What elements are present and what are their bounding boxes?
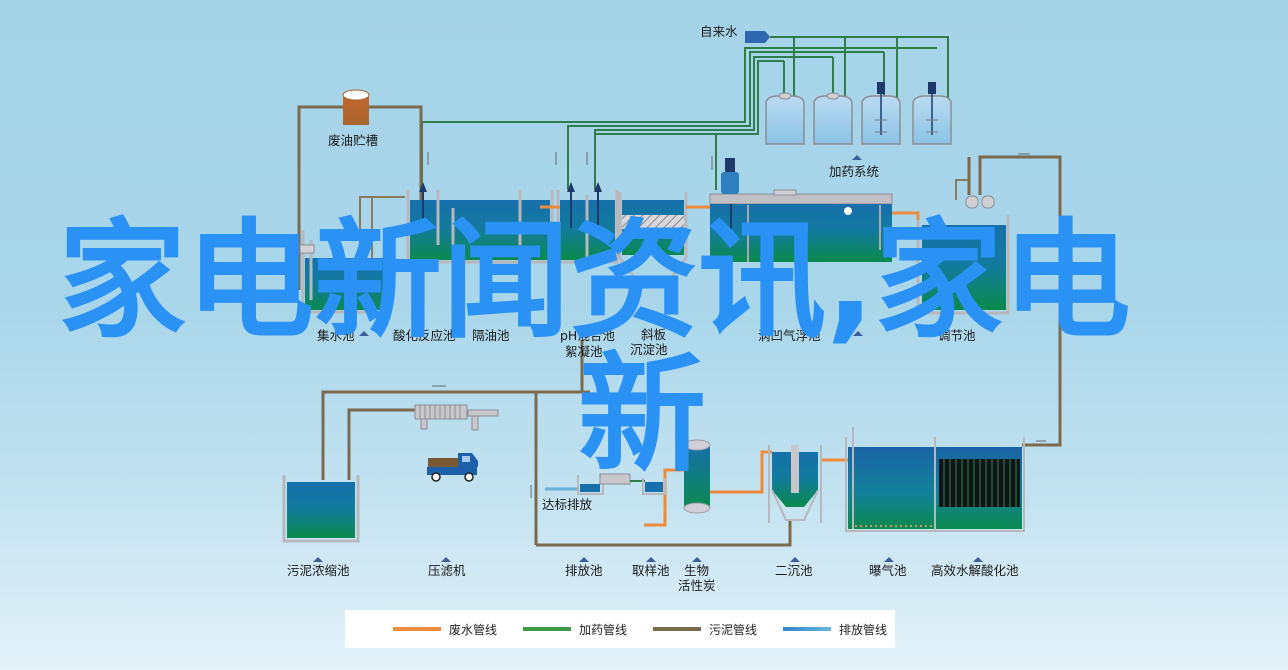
label-flocculation: 絮凝池 — [565, 344, 603, 359]
dosing-tank-2 — [813, 92, 853, 145]
waste-oil-tank — [342, 89, 370, 125]
collection-tank — [299, 230, 389, 314]
legend-item-discharge: 排放管线 — [782, 621, 887, 638]
aerator-motor-icon — [721, 158, 739, 240]
discharge-tanks — [545, 473, 666, 495]
legend-item-dosing: 加药管线 — [522, 621, 627, 638]
label-acidification-tank: 酸化反应池 — [393, 328, 456, 343]
acidification-oil-separator-tank — [406, 182, 554, 264]
dosing-tank-4 — [912, 82, 952, 145]
legend-label-wastewater: 废水管线 — [448, 622, 497, 637]
label-vortex-air-flotation: 涡凹气浮池 — [758, 328, 821, 343]
legend: 废水管线 加药管线 污泥管线 排放管线 — [345, 610, 895, 648]
lower-labels: 污泥浓缩池 压滤机 排放池 取样池 生物 活性炭 二沉池 曝气池 高效水解酸化池 — [287, 563, 1019, 593]
label-discharge-tank: 排放池 — [565, 563, 603, 578]
label-hydrolysis-acidification: 高效水解酸化池 — [931, 563, 1019, 578]
dosing-tanks — [765, 82, 952, 145]
label-collection-tank: 集水池 — [317, 328, 355, 343]
label-ph-mix: pH混合池 — [560, 328, 615, 343]
tap-water-inlet — [745, 31, 770, 43]
legend-item-sludge: 污泥管线 — [652, 621, 757, 638]
label-filter-press: 压滤机 — [428, 563, 466, 578]
label-secondary-clarifier: 二沉池 — [775, 563, 813, 578]
legend-swatch-wastewater — [392, 627, 441, 631]
label-oil-separator: 隔油池 — [472, 328, 510, 343]
label-dosing-system: 加药系统 — [829, 164, 879, 179]
bio-activated-carbon-column — [683, 439, 711, 514]
legend-swatch-discharge — [782, 627, 831, 631]
label-inclined-plate: 斜板 — [641, 327, 667, 342]
dosing-pipelines — [421, 36, 949, 190]
label-sludge-thickener: 污泥浓缩池 — [287, 563, 350, 578]
inclined-plate-settler — [618, 192, 688, 287]
small-pipe-segments — [359, 179, 968, 260]
truck-icon — [427, 453, 478, 482]
marker-dosing-system — [852, 155, 862, 160]
label-regulating-tank: 调节池 — [938, 328, 976, 343]
legend-label-dosing: 加药管线 — [578, 622, 627, 637]
upper-labels: 集水池 酸化反应池 隔油池 pH混合池 絮凝池 斜板 沉淀池 涡凹气浮池 调节池 — [317, 327, 976, 359]
legend-label-discharge: 排放管线 — [838, 622, 887, 637]
label-waste-oil-tank: 废油贮槽 — [328, 133, 378, 148]
legend-label-sludge: 污泥管线 — [708, 622, 757, 637]
label-tap-water: 自来水 — [700, 24, 738, 39]
sludge-thickener — [282, 475, 360, 543]
vortex-air-flotation-tank — [709, 158, 893, 262]
ph-mix-flocculation-tank — [556, 182, 619, 264]
dosing-tank-3 — [861, 82, 901, 145]
filter-press — [414, 404, 499, 431]
label-discharge-standard: 达标排放 — [542, 497, 593, 512]
legend-swatch-dosing — [522, 627, 571, 631]
label-settler: 沉淀池 — [630, 342, 668, 357]
legend-item-wastewater: 废水管线 — [392, 621, 497, 638]
label-sampling-tank: 取样池 — [632, 563, 670, 578]
label-bio-2: 活性炭 — [678, 578, 716, 593]
regulating-tank — [916, 195, 1010, 315]
label-aeration-tank: 曝气池 — [869, 563, 907, 578]
dosing-tank-1 — [765, 92, 805, 145]
flow-arrows — [321, 152, 1046, 498]
wastewater-pipelines — [540, 205, 920, 527]
mixer-icon — [419, 182, 427, 228]
aeration-hydrolysis-tanks — [845, 427, 1025, 532]
label-bio-1: 生物 — [684, 563, 709, 578]
legend-swatch-sludge — [652, 627, 701, 631]
sludge-pipelines — [297, 105, 1062, 547]
secondary-clarifier — [768, 445, 822, 523]
lower-markers — [313, 331, 983, 562]
